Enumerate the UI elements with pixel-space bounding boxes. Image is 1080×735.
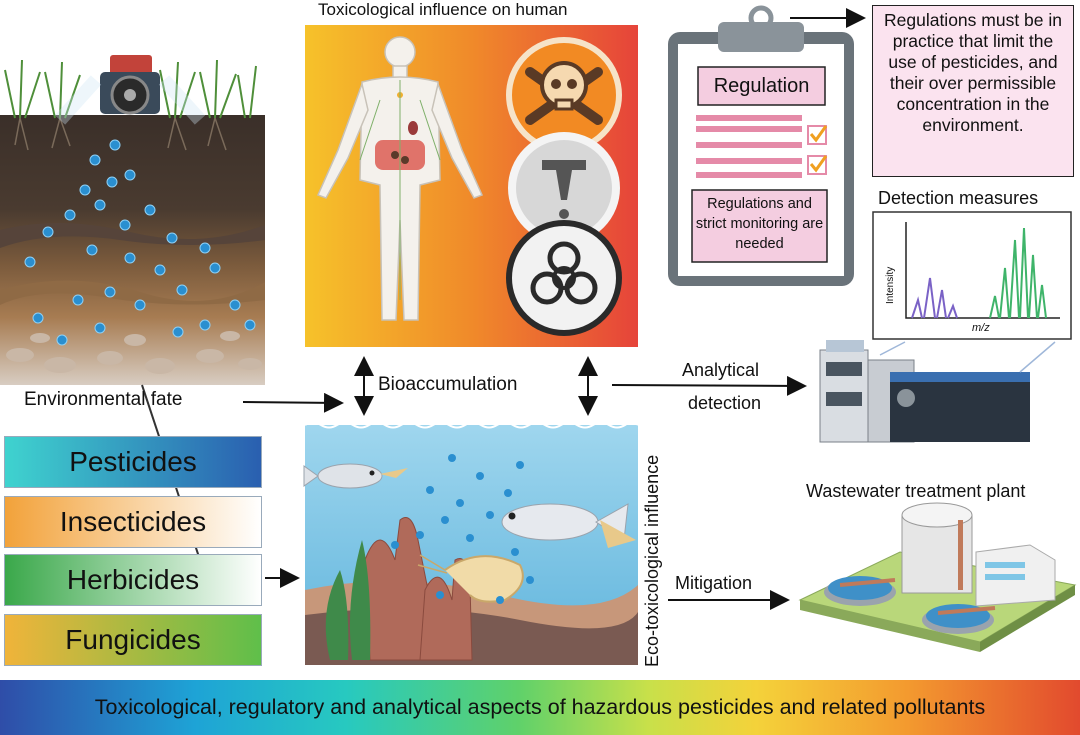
mass-spectrum-plot: [872, 211, 1072, 340]
regulation-note: Regulations must be in practice that lim…: [872, 5, 1074, 177]
analytical-label-line1: Analytical: [682, 360, 760, 380]
biohazard-icon: [506, 220, 622, 336]
plot-callout-lines: [879, 341, 1056, 373]
seaweed-icon: [325, 540, 371, 660]
soil-profile: [0, 115, 265, 385]
skull-crossbones-icon: [506, 37, 622, 153]
intensity-axis-label: Intensity: [885, 266, 896, 304]
human-toxicity-panel: [305, 25, 638, 347]
crop-plants: [4, 59, 257, 119]
fish-icon: [303, 463, 408, 489]
plant-roots: [14, 117, 227, 151]
bioaccumulation-label: Bioaccumulation: [378, 374, 518, 395]
pesticide-class-fungicides: Fungicides: [4, 614, 262, 666]
lc-ms-instrument: [819, 340, 1030, 443]
clipboard-box-text: Regulations and strict monitoring are ne…: [695, 196, 824, 252]
arrow-to-detection: [611, 375, 807, 396]
exclamation-warning-icon: [508, 132, 620, 244]
clipboard-title: Regulation: [713, 74, 810, 97]
pesticide-class-herbicides: Herbicides: [4, 554, 262, 606]
pesticide-class-pesticides: Pesticides: [4, 436, 262, 488]
environmental-fate-label: Environmental fate: [24, 389, 183, 410]
tractor-icon: [54, 55, 206, 125]
arrow-fate-to-bioaccumulation: [242, 392, 344, 413]
shrimp-icon: [417, 554, 524, 603]
fish-icon: [501, 503, 636, 548]
regulation-clipboard: [668, 5, 854, 286]
analytical-label-line2: detection: [688, 393, 762, 413]
wastewater-plant: [798, 502, 1077, 652]
flow-arrows: [242, 8, 1056, 610]
toxicological-title: Toxicological influence on human: [318, 0, 568, 19]
detection-measures-label: Detection measures: [878, 188, 1039, 208]
mz-axis-label: m/z: [972, 322, 990, 334]
soil-pesticide-droplets: [24, 139, 256, 346]
eco-toxicological-label: Eco-toxicological influence: [642, 454, 662, 667]
organs-icon: [359, 80, 441, 300]
pesticide-class-insecticides: Insecticides: [4, 496, 262, 548]
water-pesticide-droplets: [391, 454, 534, 604]
wastewater-label: Wastewater treatment plant: [806, 481, 1026, 501]
summary-banner: Toxicological, regulatory and analytical…: [0, 680, 1080, 735]
mitigation-label: Mitigation: [675, 573, 753, 593]
aquatic-panel: [303, 421, 639, 665]
